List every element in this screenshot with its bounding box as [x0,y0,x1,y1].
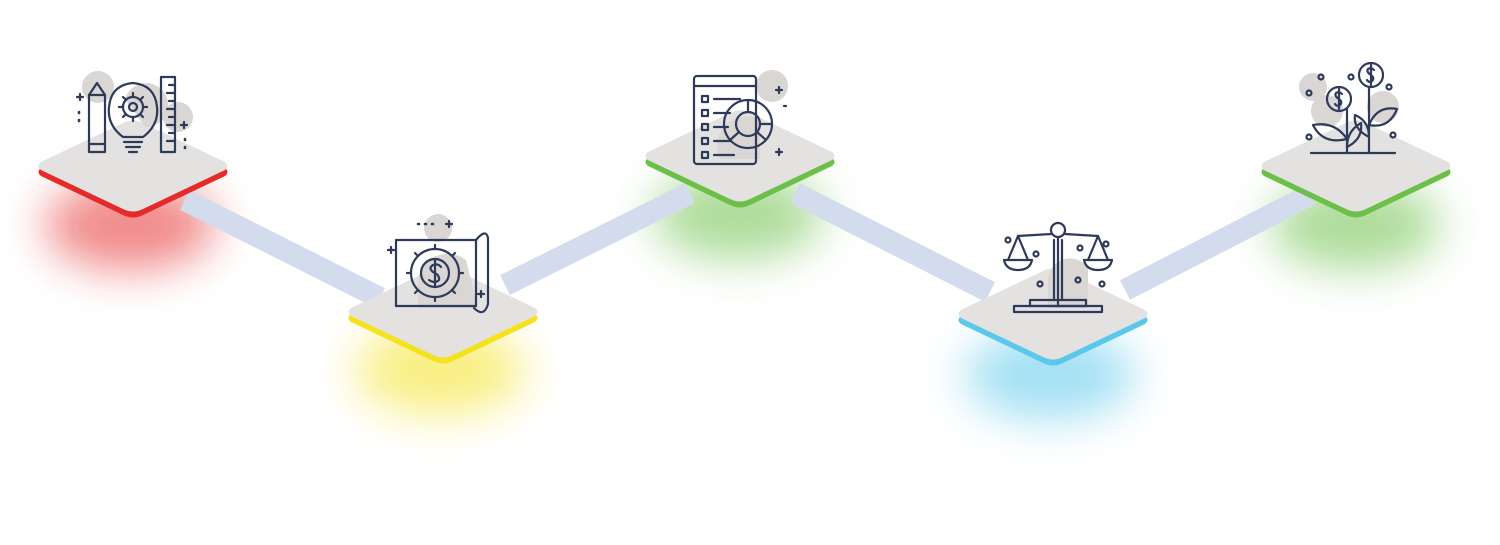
connector-1-2 [180,190,385,308]
step-1 [38,71,228,218]
gear-dollar-blueprint-icon [386,214,490,314]
step-2 [348,214,538,364]
step-4-tile [958,268,1148,366]
connector-layer [180,183,1316,308]
money-plant-icon [1299,61,1399,155]
step-2-glow [355,325,525,415]
step-4-glow [965,330,1135,420]
idea-tools-icon [75,71,193,154]
connector-2-3 [500,183,695,295]
step-3 [645,70,835,208]
checklist-chart-icon [692,70,788,166]
step-5 [1261,61,1451,218]
balance-scale-icon [1002,221,1114,314]
step-1-tile [38,120,228,218]
connector-4-5 [1119,185,1316,300]
step-5-tile [1261,120,1451,218]
step-1-glow [45,180,215,270]
step-4 [958,221,1148,366]
connector-3-4 [790,183,995,302]
glow-layer [45,170,1440,420]
step-3-glow [653,170,823,260]
